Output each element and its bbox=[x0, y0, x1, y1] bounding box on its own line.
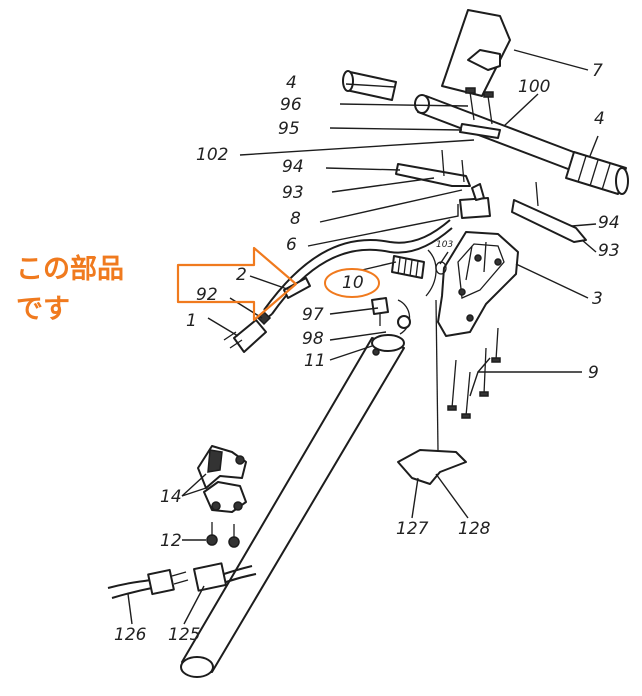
label-97: 97 bbox=[302, 305, 324, 325]
label-95: 95 bbox=[278, 119, 300, 139]
label-100: 100 bbox=[518, 77, 550, 97]
support-bracket bbox=[397, 299, 467, 485]
label-128: 128 bbox=[458, 519, 491, 539]
switch bbox=[459, 183, 491, 219]
label-92: 92 bbox=[196, 285, 218, 305]
cord-clip bbox=[371, 297, 411, 335]
callout-highlight-circle bbox=[324, 268, 380, 298]
label-126: 126 bbox=[114, 625, 147, 645]
label-3: 3 bbox=[592, 289, 603, 309]
label-93-right: 93 bbox=[598, 241, 620, 261]
handle-body bbox=[437, 231, 519, 337]
label-96: 96 bbox=[280, 95, 302, 115]
label-6: 6 bbox=[286, 235, 297, 255]
clamp-screws bbox=[206, 522, 240, 548]
label-103: 103 bbox=[436, 240, 453, 250]
callout-arrow bbox=[176, 246, 298, 322]
label-7: 7 bbox=[592, 61, 603, 81]
label-8: 8 bbox=[290, 209, 301, 229]
handle-cover bbox=[441, 9, 511, 97]
power-cord bbox=[263, 219, 453, 315]
cord-sleeve bbox=[283, 277, 311, 299]
right-bracket bbox=[511, 181, 587, 243]
label-2: 2 bbox=[236, 265, 247, 285]
label-10: 10 bbox=[342, 273, 364, 293]
label-1: 1 bbox=[186, 311, 197, 331]
label-102: 102 bbox=[196, 145, 228, 165]
left-bracket bbox=[395, 149, 471, 187]
extension-cord bbox=[107, 562, 257, 599]
long-screws bbox=[447, 327, 501, 419]
label-4-left: 4 bbox=[286, 73, 297, 93]
callout-line-1: この部品 bbox=[16, 253, 124, 285]
label-127: 127 bbox=[396, 519, 429, 539]
label-94-left: 94 bbox=[282, 157, 304, 177]
label-9: 9 bbox=[588, 363, 599, 383]
label-4-right: 4 bbox=[594, 109, 605, 129]
label-94-right: 94 bbox=[598, 213, 620, 233]
label-12: 12 bbox=[160, 531, 182, 551]
label-93-left: 93 bbox=[282, 183, 304, 203]
callout-line-2: です bbox=[16, 294, 70, 325]
handlebar-screws bbox=[459, 87, 501, 139]
label-98: 98 bbox=[302, 329, 324, 349]
label-14: 14 bbox=[160, 487, 182, 507]
callout: この部品 です bbox=[16, 246, 380, 325]
label-11: 11 bbox=[304, 351, 326, 371]
leader-lines bbox=[127, 49, 599, 625]
main-pipe bbox=[180, 334, 405, 678]
pipe-clamp bbox=[197, 445, 247, 513]
label-125: 125 bbox=[168, 625, 200, 645]
part-labels: 4 96 95 102 94 93 8 6 100 7 4 94 93 3 9 … bbox=[114, 61, 620, 645]
